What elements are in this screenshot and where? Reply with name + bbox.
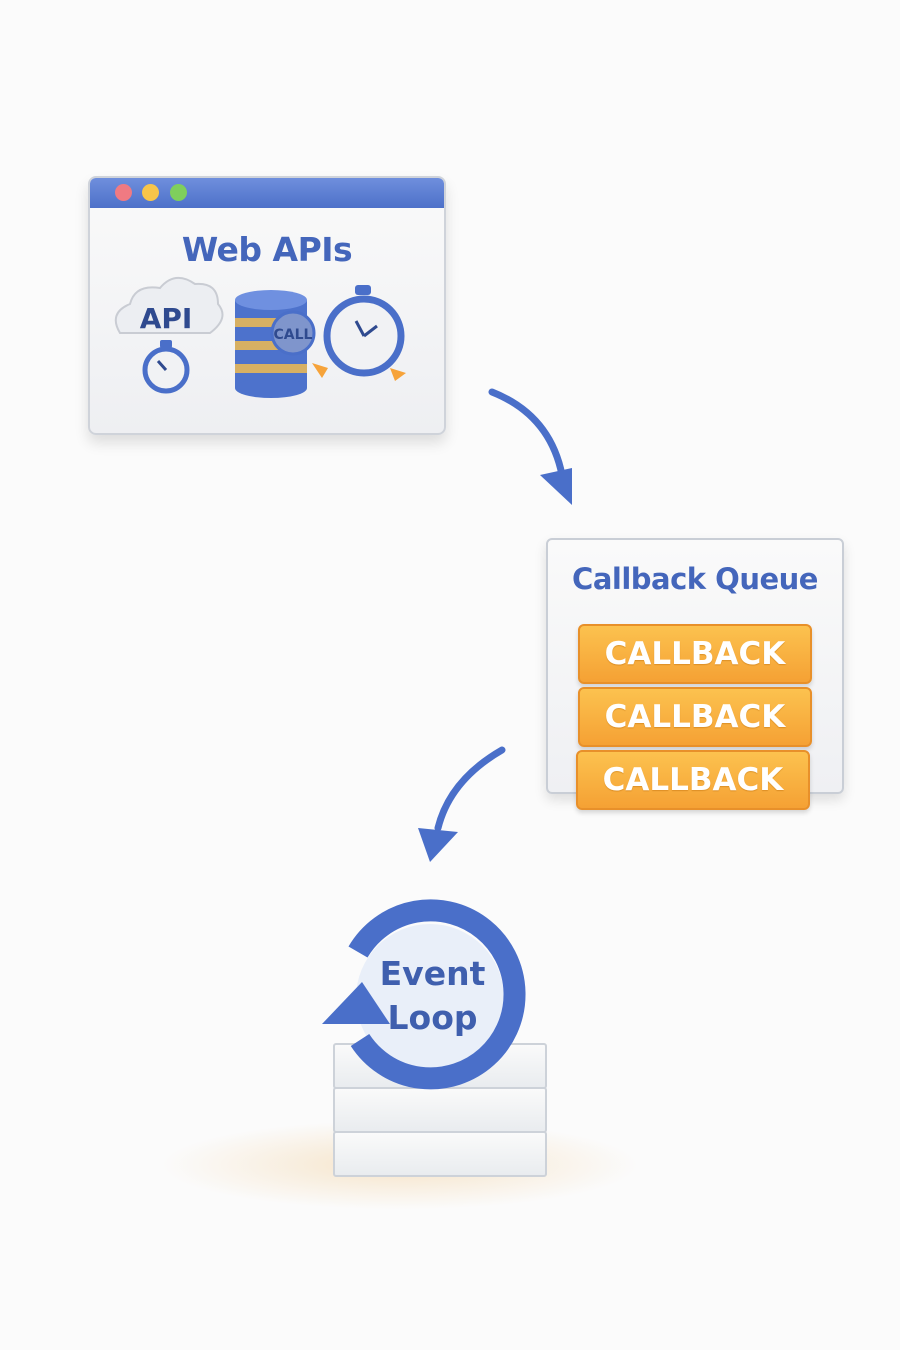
web-apis-illustration: API CALL (114, 277, 406, 398)
cloud-icon: API (114, 277, 224, 335)
web-apis-title: Web APIs (181, 230, 353, 269)
loop-ring (348, 899, 526, 1090)
arrow-curve (434, 746, 506, 832)
callback-item: CALLBACK (578, 624, 812, 684)
arrow-head (540, 468, 572, 505)
loop-arrow-head (322, 982, 390, 1024)
callback-item: CALLBACK (578, 687, 812, 747)
callback-item: CALLBACK (576, 750, 810, 810)
event-loop-line2: Loop (387, 998, 478, 1037)
stack-block (333, 1131, 547, 1177)
maximize-dot (170, 184, 187, 201)
event-loop-label: Event Loop (360, 952, 505, 1040)
arrow-head (418, 828, 458, 862)
web-apis-window: Web APIs API CALL (88, 176, 446, 435)
stopwatch-icon (312, 285, 406, 381)
arrow-to-callback-queue (488, 388, 572, 505)
callback-queue-title: Callback Queue (572, 562, 818, 596)
arrow-curve (488, 388, 566, 479)
arrow-to-event-loop (418, 746, 506, 862)
callback-queue-panel: Callback Queue CALLBACK CALLBACK CALLBAC… (546, 538, 844, 810)
database-icon: CALL (235, 290, 316, 398)
database-badge: CALL (274, 327, 313, 343)
event-loop-line1: Event (379, 954, 486, 993)
event-loop-icon (322, 899, 526, 1090)
stopwatch-icon (142, 340, 190, 394)
close-dot (115, 184, 132, 201)
window-title-bar (90, 178, 444, 208)
minimize-dot (142, 184, 159, 201)
cloud-label: API (140, 302, 193, 335)
